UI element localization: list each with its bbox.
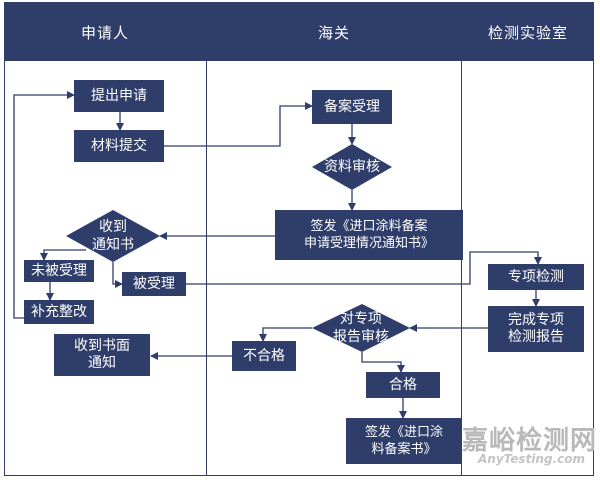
node-special-inspection[interactable]: 专项检测: [488, 264, 584, 290]
edge-review-to-qualified: [361, 352, 405, 373]
lane-header-lab: 检测实验室: [462, 3, 594, 61]
node-issue-notice[interactable]: 签发《进口涂料备案 申请受理情况通知书》: [275, 210, 463, 260]
node-unqualified[interactable]: 不合格: [232, 341, 296, 371]
edge-receive-to-not-accepted: [40, 249, 86, 261]
node-accepted[interactable]: 被受理: [122, 272, 186, 296]
node-issue-filing-cert[interactable]: 签发《进口涂 料备案书》: [346, 418, 462, 464]
edge-receive-to-accepted: [112, 262, 123, 288]
lane-divider-1: [206, 3, 207, 475]
diagram-frame: [4, 2, 594, 476]
node-supplement-rectify[interactable]: 补充整改: [24, 300, 94, 324]
edge-materials-to-acceptance: [164, 102, 313, 147]
lane-header-applicant: 申请人: [4, 3, 206, 61]
decision-report-review-shape: [312, 304, 410, 352]
edge-supplement-to-application: [13, 91, 75, 319]
watermark-en: AnyTesting.com: [478, 452, 585, 466]
edge-review-to-unqualified: [259, 327, 312, 342]
node-complete-report[interactable]: 完成专项 检测报告: [488, 306, 584, 352]
decision-receive-notice-shape: [66, 210, 160, 262]
lane-header-customs: 海关: [207, 3, 461, 61]
decision-document-review-shape: [312, 144, 392, 190]
node-receive-written-notice[interactable]: 收到书面 通知: [54, 334, 150, 376]
node-submit-application[interactable]: 提出申请: [74, 80, 164, 112]
node-not-accepted[interactable]: 未被受理: [24, 260, 94, 282]
node-qualified[interactable]: 合格: [366, 372, 440, 398]
watermark-cn: 嘉峪检测网: [462, 426, 598, 456]
node-filing-acceptance[interactable]: 备案受理: [312, 90, 392, 124]
edge-accepted-to-inspection: [186, 251, 542, 285]
node-submit-materials[interactable]: 材料提交: [74, 130, 164, 162]
